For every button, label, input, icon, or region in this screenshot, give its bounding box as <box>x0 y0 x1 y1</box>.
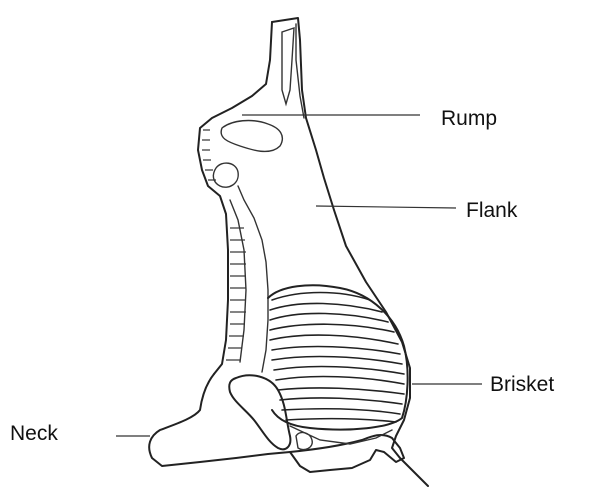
carcass-outline <box>272 18 428 486</box>
shoulder-blade <box>229 375 290 449</box>
neck-label: Neck <box>10 423 58 444</box>
shank-outline <box>198 22 272 374</box>
pelvis-hole <box>213 163 238 187</box>
flank-leader-line <box>316 206 456 208</box>
foreleg-outline <box>290 435 404 472</box>
brisket-label: Brisket <box>490 374 554 395</box>
flank-label: Flank <box>466 200 517 221</box>
aitch-bone <box>221 121 282 152</box>
rump-label: Rump <box>441 108 497 129</box>
shank-bone <box>282 28 294 104</box>
vertebrae <box>202 130 246 360</box>
spine-inner-line <box>230 200 246 362</box>
neck-outline <box>149 374 290 466</box>
